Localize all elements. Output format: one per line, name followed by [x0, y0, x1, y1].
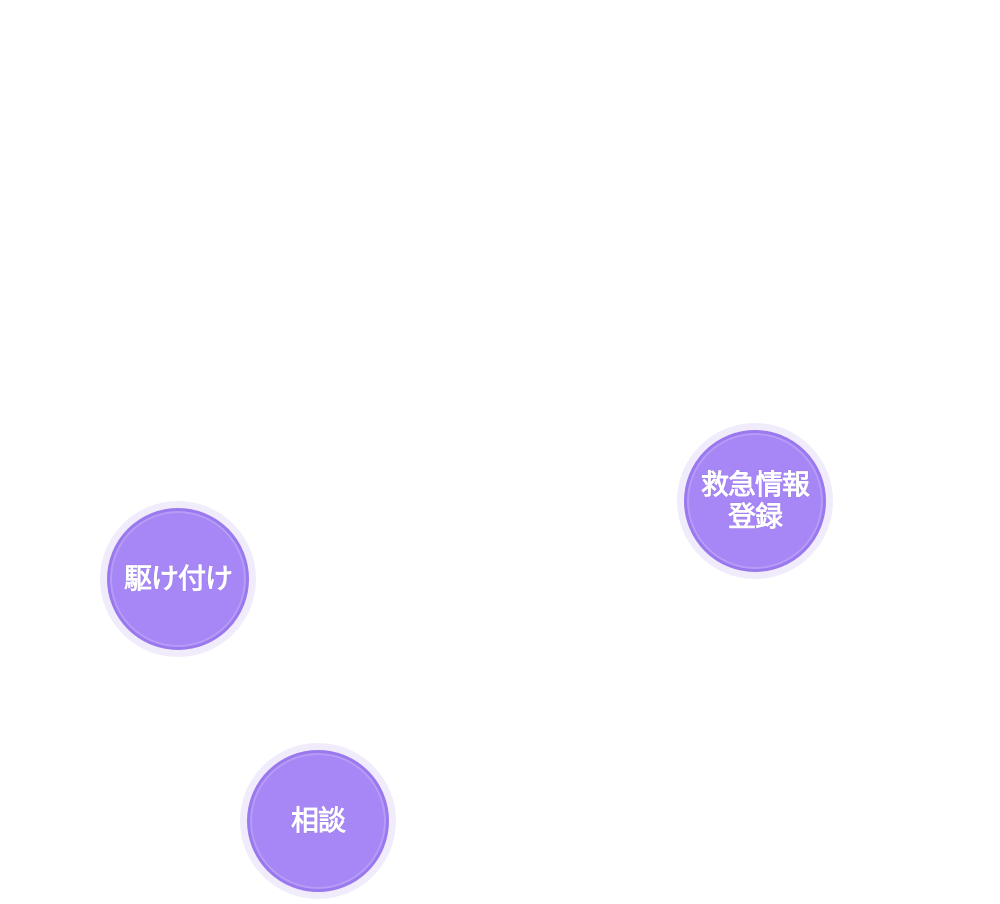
rush-dispatch-label: 駆け付け — [123, 562, 233, 595]
rush-dispatch-button-face[interactable]: 駆け付け — [107, 508, 249, 650]
emergency-info-registration-label: 救急情報 登録 — [700, 468, 810, 533]
consultation-button[interactable]: 相談 — [240, 743, 396, 899]
consultation-button-face[interactable]: 相談 — [247, 750, 389, 892]
emergency-info-registration-button[interactable]: 救急情報 登録 — [677, 423, 833, 579]
consultation-label: 相談 — [290, 804, 346, 837]
rush-dispatch-button[interactable]: 駆け付け — [100, 501, 256, 657]
emergency-info-registration-button-face[interactable]: 救急情報 登録 — [684, 430, 826, 572]
